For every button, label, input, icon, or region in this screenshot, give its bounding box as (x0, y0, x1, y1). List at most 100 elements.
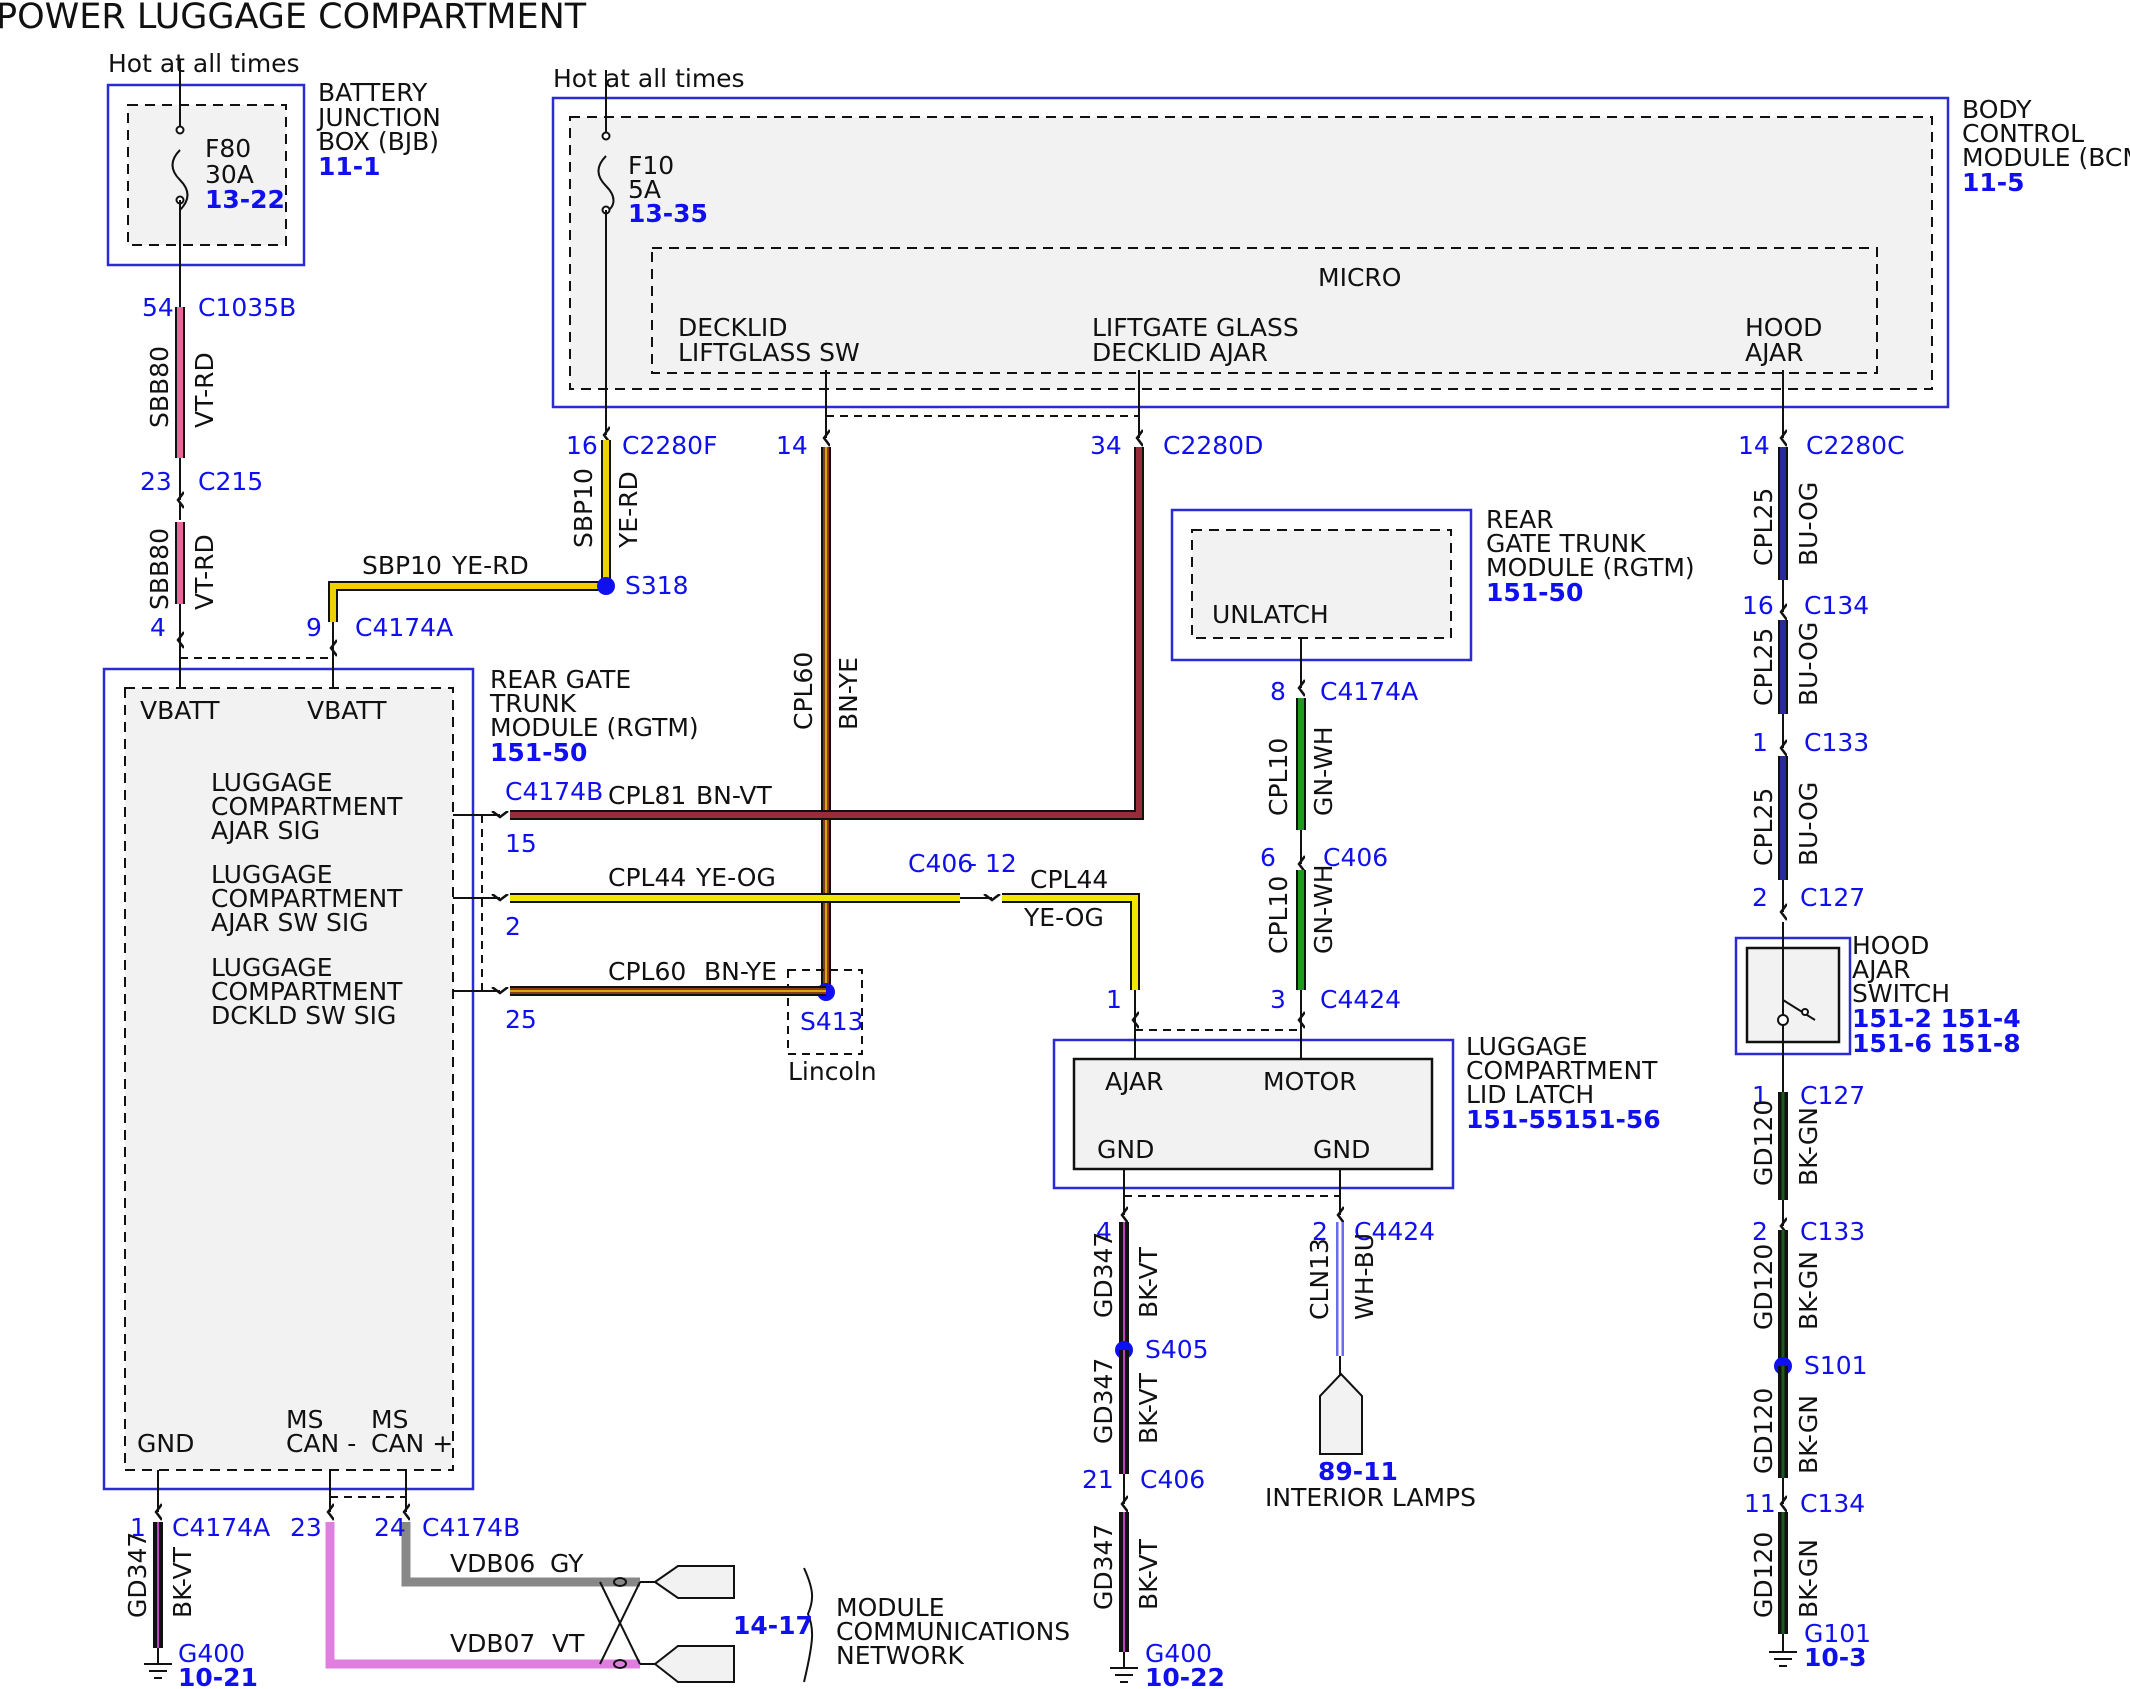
ground-g101-ref[interactable]: 10-3 (1804, 1643, 1867, 1672)
wl-gd120d-1: GD120 (1749, 1532, 1778, 1618)
rgtm-sig1-2: COMPARTMENT (211, 792, 403, 821)
ground-labels: G400 10-21 G400 10-22 G101 10-3 (178, 1619, 1871, 1689)
rgtm-sig3-3: DCKLD SW SIG (211, 1001, 396, 1030)
battery-junction-box: F80 30A 13-22 BATTERY JUNCTION BOX (BJB)… (106, 60, 441, 300)
pin-15: 15 (505, 829, 537, 858)
hot-label-left: Hot at all times (108, 49, 300, 78)
hood-switch-ref-2[interactable]: 151-6 151-8 (1852, 1029, 2021, 1058)
ground-g400b-ref[interactable]: 10-22 (1145, 1663, 1225, 1689)
wl-cpl44a-1: CPL44 (608, 863, 686, 892)
wl-gd120c-1: GD120 (1749, 1388, 1778, 1474)
wl-cln13-2: WH-BU (1350, 1233, 1379, 1320)
rgtm-can-plus-1: MS (371, 1405, 408, 1434)
rgtm-gnd: GND (137, 1429, 194, 1458)
bcm-ref[interactable]: 11-5 (1962, 168, 2025, 197)
pin-24: 24 (374, 1513, 406, 1542)
wl-sbp10h-1: SBP10 (362, 551, 442, 580)
splice-s318: S318 (625, 571, 689, 600)
bcm-fuse: F10 (628, 151, 674, 180)
rgtm-ref[interactable]: 151-50 (490, 738, 587, 767)
bjb-fuse-ref[interactable]: 13-22 (205, 185, 285, 214)
latch-name-1: LUGGAGE (1466, 1032, 1588, 1061)
wl-cpl25c-1: CPL25 (1749, 788, 1778, 866)
bcm-pin-hood-1: HOOD (1745, 313, 1822, 342)
bjb-name-3: BOX (BJB) (318, 127, 439, 156)
latch-gnd-1: GND (1097, 1135, 1154, 1164)
bcm-fuse-ref[interactable]: 13-35 (628, 199, 708, 228)
wl-gd120b-1: GD120 (1749, 1244, 1778, 1330)
conn-c134b: C134 (1800, 1489, 1865, 1518)
wl-sbb80a-1: SBB80 (145, 346, 174, 428)
interior-lamps-label: INTERIOR LAMPS (1265, 1483, 1476, 1512)
wl-gd347c-1: GD347 (1089, 1524, 1118, 1610)
pin-25: 25 (505, 1005, 537, 1034)
ground-g400a-ref[interactable]: 10-21 (178, 1663, 258, 1689)
wl-sbp10v-2: YE-RD (614, 471, 643, 549)
bcm-pin-hood-2: AJAR (1745, 338, 1804, 367)
latch-motor: MOTOR (1263, 1067, 1357, 1096)
rgtm-can-plus-2: CAN + (371, 1429, 453, 1458)
bcm-pin-liftgate-1: LIFTGATE GLASS (1092, 313, 1299, 342)
pin-11: 11 (1744, 1489, 1776, 1518)
latch-ref[interactable]: 151-55151-56 (1466, 1105, 1661, 1134)
pin-21: 21 (1082, 1465, 1114, 1494)
wl-vdb06-1: VDB06 (450, 1549, 535, 1578)
pin-2a: 2 (1752, 883, 1768, 912)
network-line-2: COMMUNICATIONS (836, 1617, 1070, 1646)
latch-name-3: LID LATCH (1466, 1080, 1594, 1109)
pin-2c: 2 (1312, 1217, 1328, 1246)
wl-sbb80b-1: SBB80 (145, 528, 174, 610)
bjb-fuse: F80 (205, 134, 251, 163)
network-line-3: NETWORK (836, 1641, 965, 1670)
pin-54: 54 (142, 293, 174, 322)
wl-gd347c-2: BK-VT (1134, 1538, 1163, 1610)
latch-name-2: COMPARTMENT (1466, 1056, 1658, 1085)
wl-gd120a-1: GD120 (1749, 1100, 1778, 1186)
rgtm-sig1-3: AJAR SIG (211, 816, 320, 845)
interior-lamps-ref[interactable]: 89-11 (1318, 1457, 1398, 1486)
pin-1b: 1 (1106, 985, 1122, 1014)
module-communications-network: 14-17 MODULE COMMUNICATIONS NETWORK (733, 1593, 1070, 1670)
interior-lamps: 89-11 INTERIOR LAMPS (1265, 1457, 1476, 1512)
conn-c406a: C406 (1323, 843, 1388, 872)
pin-numbers: 54 23 4 9 16 14 34 14 16 1 2 8 6 3 15 2 … (130, 293, 1776, 1542)
wl-gd120a-2: BK-GN (1794, 1107, 1823, 1186)
hood-switch-name-1: HOOD (1852, 931, 1929, 960)
luggage-compartment-lid-latch: AJAR MOTOR GND GND LUGGAGE COMPARTMENT L… (1052, 1010, 1661, 1215)
network-ref[interactable]: 14-17 (733, 1611, 813, 1640)
rgtm-small-name-1: REAR (1486, 505, 1554, 534)
conn-c4174b: C4174B (505, 777, 603, 806)
rgtm-vbatt-1: VBATT (140, 696, 220, 725)
pin-16a: 16 (566, 431, 598, 460)
conn-c1035b: C1035B (198, 293, 296, 322)
conn-dash-406: - (968, 849, 977, 878)
wire-cln13 (1319, 1222, 1363, 1455)
conn-c406-12: C406 (908, 849, 973, 878)
splice-s405: S405 (1145, 1335, 1209, 1364)
lincoln-label: Lincoln (788, 1057, 877, 1086)
bjb-amps: 30A (205, 160, 254, 189)
wl-cpl44a-2: YE-OG (695, 863, 776, 892)
conn-c2280d: C2280D (1163, 431, 1263, 460)
wl-cpl10a-1: CPL10 (1264, 738, 1293, 816)
wl-cpl60h-1: CPL60 (608, 957, 686, 986)
conn-c127a: C127 (1800, 883, 1865, 912)
wl-cpl10b-2: GN-WH (1309, 864, 1338, 954)
conn-c4174a-mid: C4174A (1320, 677, 1418, 706)
hood-switch-ref-1[interactable]: 151-2 151-4 (1852, 1004, 2021, 1033)
wl-cpl25a-1: CPL25 (1749, 488, 1778, 566)
conn-c134a: C134 (1804, 591, 1869, 620)
rgtm-small-name-3: MODULE (RGTM) (1486, 553, 1695, 582)
wl-cpl25c-2: BU-OG (1794, 782, 1823, 866)
hood-ajar-switch: HOOD AJAR SWITCH 151-2 151-4 151-6 151-8 (1734, 922, 2021, 1076)
wl-cln13-1: CLN13 (1305, 1238, 1334, 1320)
rgtm-small-ref[interactable]: 151-50 (1486, 578, 1583, 607)
wl-cpl25a-2: BU-OG (1794, 482, 1823, 566)
rgtm-sig2-1: LUGGAGE (211, 860, 333, 889)
wl-gd120b-2: BK-GN (1794, 1251, 1823, 1330)
bjb-ref[interactable]: 11-1 (318, 152, 381, 181)
pin-4b: 4 (1096, 1217, 1112, 1246)
pin-2d: 2 (1752, 1217, 1768, 1246)
pin-14a: 14 (776, 431, 808, 460)
conn-c133a: C133 (1804, 728, 1869, 757)
